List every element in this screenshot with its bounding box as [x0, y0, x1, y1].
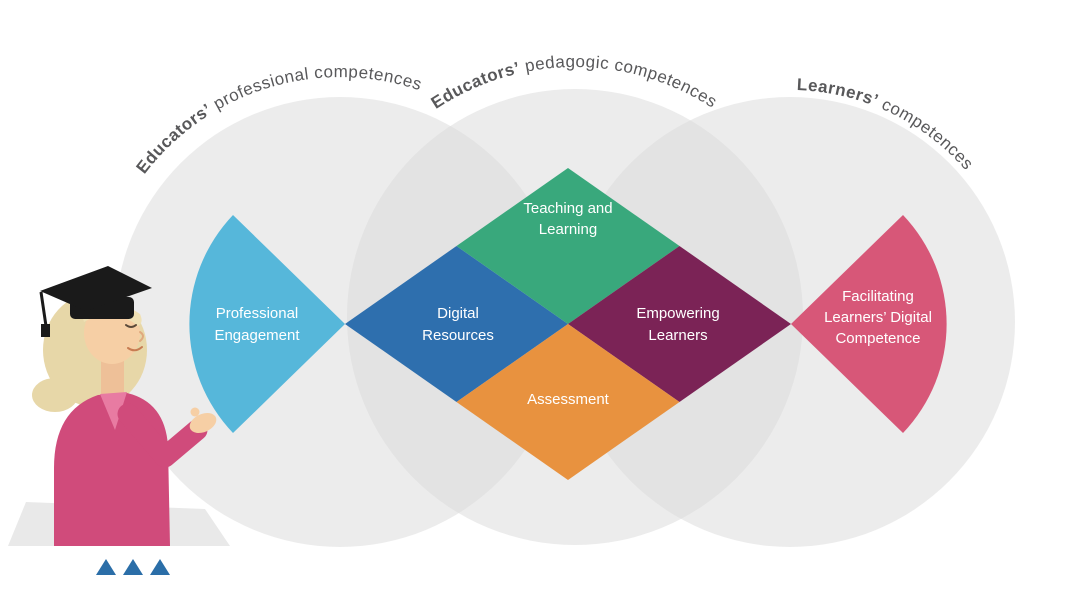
triangle-bullet-icon	[150, 559, 170, 575]
area-label-digital-resources-line2: Resources	[422, 327, 494, 344]
hand	[189, 412, 217, 434]
area-professional-engagement	[189, 215, 345, 433]
area-label-facilitating-line2: Learners’ Digital	[824, 309, 932, 326]
area-label-teaching-and-learning-line2: Learning	[539, 221, 597, 238]
tassel-knot	[41, 324, 50, 337]
triangle-bullet-icon	[123, 559, 143, 575]
thumb	[190, 407, 200, 417]
area-label-empowering-learners-line2: Learners	[648, 327, 707, 344]
ring-learners	[565, 97, 1015, 547]
tassel-cord	[39, 291, 48, 327]
area-label-digital-resources-line1: Digital	[437, 305, 479, 322]
smile	[127, 346, 143, 352]
triangle-bullet-icon	[96, 559, 116, 575]
graduation-cap-board-icon	[40, 266, 152, 311]
bullet-triangles	[96, 559, 170, 575]
area-label-facilitating-line3: Competence	[835, 330, 920, 347]
arm	[117, 403, 208, 468]
area-label-assessment: Assessment	[527, 391, 610, 408]
area-assessment	[456, 324, 680, 480]
neck	[101, 356, 124, 394]
area-label-facilitating-line1: Facilitating	[842, 288, 914, 305]
area-facilitating-learners-digital-competence	[791, 215, 947, 433]
area-label-teaching-and-learning-line1: Teaching and	[523, 200, 612, 217]
teacher-illustration	[8, 266, 230, 546]
nose	[139, 331, 144, 342]
area-label-professional-engagement-line1: Professional	[216, 305, 299, 322]
eye	[125, 324, 137, 328]
hair-flip	[32, 378, 78, 412]
area-label-professional-engagement-line2: Engagement	[214, 327, 300, 344]
area-label-empowering-learners-line1: Empowering	[636, 305, 719, 322]
blouse	[100, 392, 127, 430]
